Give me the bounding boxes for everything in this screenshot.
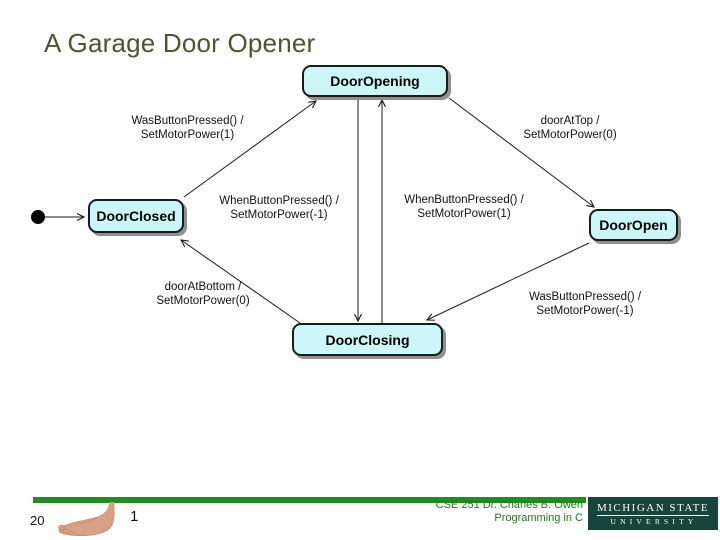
transition-dooropen-to-doorclosing	[427, 242, 590, 320]
transition-label-open-to-closing: WasButtonPressed() / SetMotorPower(-1)	[505, 290, 665, 318]
msu-logo: MICHIGAN STATE UNIVERSITY	[588, 497, 718, 530]
transition-label-line: doorAtBottom /	[164, 281, 242, 293]
state-label: DoorClosed	[96, 208, 176, 224]
state-door-opening: DoorOpening	[302, 65, 448, 97]
transition-label-line: SetMotorPower(0)	[523, 129, 617, 141]
state-label: DoorOpen	[599, 217, 668, 233]
initial-state-dot	[31, 210, 45, 224]
transition-label-line: WasButtonPressed() /	[528, 291, 642, 303]
transition-dooropening-to-dooropen	[448, 97, 594, 207]
state-door-open: DoorOpen	[589, 209, 678, 241]
transition-doorclosing-to-doorclosed	[181, 240, 301, 324]
slide-title: A Garage Door Opener	[44, 28, 316, 58]
footer-divider-bar	[33, 497, 586, 503]
transition-label-line: SetMotorPower(-1)	[230, 209, 328, 221]
footer-course-line1: CSE 251 Dr. Charles B. Owen	[435, 499, 583, 511]
footer-course-info: CSE 251 Dr. Charles B. Owen Programming …	[370, 499, 583, 525]
transition-label-line: WasButtonPressed() /	[131, 115, 244, 127]
transition-label-line: SetMotorPower(1)	[140, 129, 235, 141]
transition-label-closing-to-closed: doorAtBottom / SetMotorPower(0)	[133, 280, 273, 308]
msu-logo-line1: MICHIGAN STATE	[596, 501, 710, 516]
transition-label-closed-to-opening: WasButtonPressed() / SetMotorPower(1)	[115, 114, 260, 142]
state-door-closing: DoorClosing	[292, 323, 443, 356]
msu-logo-line2: UNIVERSITY	[610, 516, 698, 526]
transition-label-opening-to-open: doorAtTop / SetMotorPower(0)	[505, 114, 635, 142]
foot-image	[58, 502, 115, 536]
transition-label-line: doorAtTop /	[540, 115, 600, 127]
footer-course-line2: Programming in C	[494, 512, 583, 524]
state-label: DoorOpening	[330, 73, 420, 89]
transition-label-line: SetMotorPower(1)	[417, 208, 511, 220]
transition-label-line: SetMotorPower(0)	[156, 295, 250, 307]
transition-label-opening-to-closing: WhenButtonPressed() / SetMotorPower(-1)	[203, 194, 355, 222]
transition-label-line: SetMotorPower(-1)	[536, 305, 634, 317]
state-label: DoorClosing	[325, 331, 410, 348]
transition-label-line: WhenButtonPressed() /	[219, 195, 339, 207]
state-door-closed: DoorClosed	[88, 199, 184, 233]
transition-label-line: WhenButtonPressed() /	[404, 194, 524, 206]
transition-doorclosed-to-dooropening	[183, 101, 316, 198]
sequence-number: 1	[130, 508, 139, 525]
page-number: 20	[30, 513, 45, 528]
transition-label-closing-to-opening: WhenButtonPressed() / SetMotorPower(1)	[388, 193, 540, 221]
